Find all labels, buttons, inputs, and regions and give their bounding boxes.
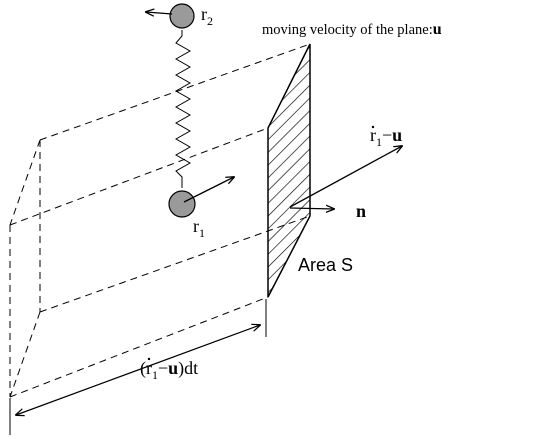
particle-r2 bbox=[169, 3, 195, 29]
displacement-label: (r1−u)dt bbox=[140, 358, 198, 382]
area-s-plane bbox=[267, 43, 311, 298]
box-middle-edge bbox=[9, 127, 269, 226]
normal-vector-arrow bbox=[289, 208, 334, 209]
disp-dot-icon bbox=[147, 357, 151, 361]
displacement-arrow bbox=[16, 325, 260, 415]
box-bottom-edge bbox=[9, 296, 269, 398]
r2-label: r2 bbox=[201, 4, 213, 28]
rel-vel-dot-icon bbox=[371, 125, 375, 129]
spring bbox=[174, 30, 192, 188]
particle-r1 bbox=[168, 190, 196, 218]
box-front-left-edge bbox=[9, 139, 41, 226]
relative-velocity-label: r1−u bbox=[370, 125, 402, 149]
plane-velocity-label: moving velocity of the plane:u bbox=[262, 21, 442, 38]
relative-velocity-arrow bbox=[289, 146, 402, 208]
r1-label: r1 bbox=[193, 216, 205, 240]
r1-velocity-arrow bbox=[183, 177, 234, 203]
swept-volume-box bbox=[9, 43, 311, 398]
r2-velocity-arrow bbox=[146, 12, 173, 14]
area-label: Area S bbox=[298, 255, 353, 275]
box-lower-right-edge bbox=[9, 311, 41, 398]
normal-label: n bbox=[356, 201, 366, 221]
